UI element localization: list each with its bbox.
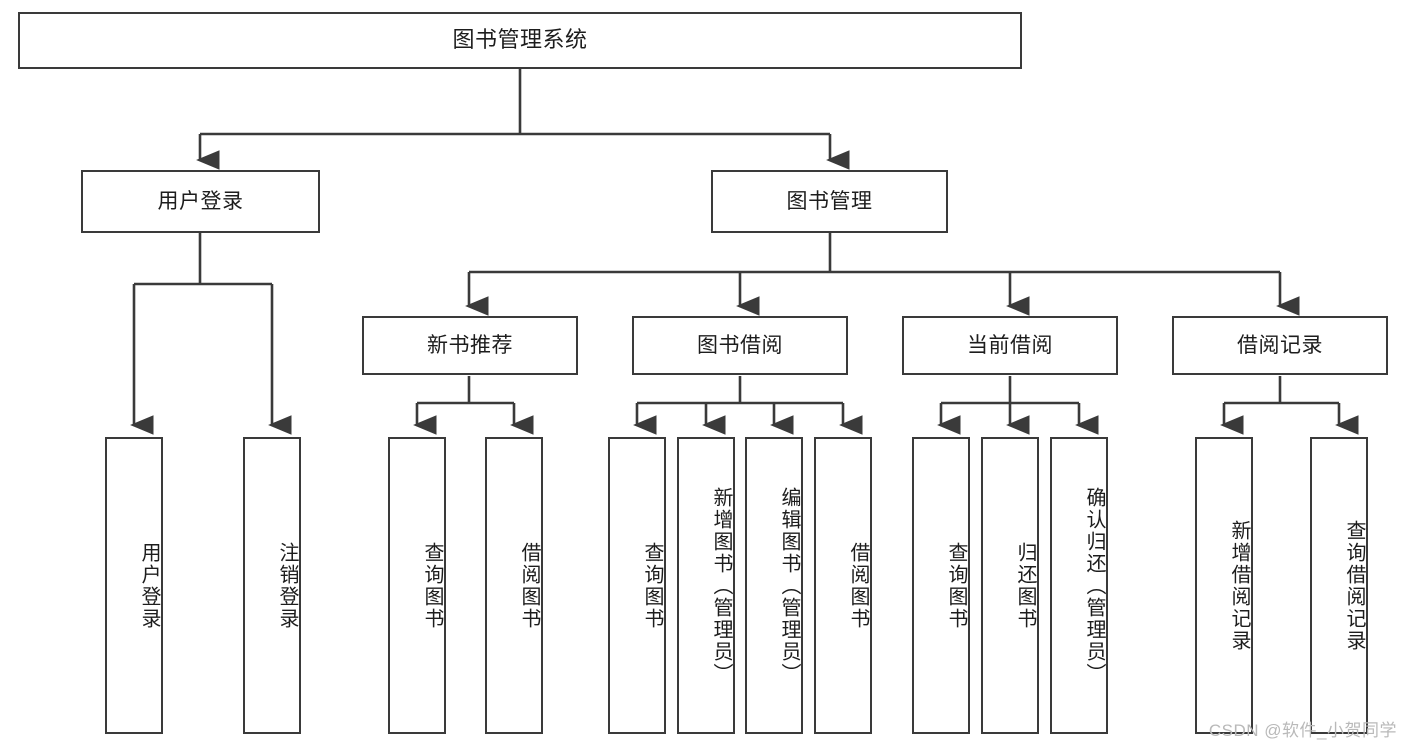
node-book-borrow-label: 图书借阅 [697,333,783,357]
node-leaf-add-record[interactable]: 新增借阅记录 [1195,437,1253,734]
node-book-borrow[interactable]: 图书借阅 [632,316,848,375]
node-leaf-query-book-1-label: 查询图书 [421,541,443,630]
node-leaf-logout[interactable]: 注销登录 [243,437,301,734]
node-current-borrow-label: 当前借阅 [967,333,1053,357]
node-borrow-record-label: 借阅记录 [1237,333,1323,357]
node-leaf-logout-label: 注销登录 [276,541,298,630]
node-current-borrow[interactable]: 当前借阅 [902,316,1118,375]
node-leaf-borrow-book-2[interactable]: 借阅图书 [814,437,872,734]
watermark: CSDN @软件_小贺同学 [1208,721,1397,740]
node-book-manage[interactable]: 图书管理 [711,170,948,233]
node-borrow-record[interactable]: 借阅记录 [1172,316,1388,375]
node-root[interactable]: 图书管理系统 [18,12,1022,69]
node-leaf-query-book-2-label: 查询图书 [641,541,663,630]
node-leaf-query-record[interactable]: 查询借阅记录 [1310,437,1368,734]
node-leaf-add-record-label: 新增借阅记录 [1228,519,1250,652]
node-book-manage-label: 图书管理 [786,189,873,213]
node-user-login-label: 用户登录 [157,189,244,213]
node-root-label: 图书管理系统 [452,27,588,53]
node-leaf-borrow-book-1-label: 借阅图书 [518,541,540,630]
node-leaf-confirm-return-label: 确认归还（管理员） [1083,486,1105,685]
node-leaf-query-book-1[interactable]: 查询图书 [388,437,446,734]
node-leaf-query-record-label: 查询借阅记录 [1343,519,1365,652]
node-new-book-recommend[interactable]: 新书推荐 [362,316,578,375]
node-leaf-add-book-label: 新增图书（管理员） [710,486,732,685]
node-leaf-user-login-label: 用户登录 [138,541,160,630]
node-leaf-return-book[interactable]: 归还图书 [981,437,1039,734]
node-leaf-confirm-return[interactable]: 确认归还（管理员） [1050,437,1108,734]
node-leaf-edit-book-label: 编辑图书（管理员） [778,486,800,685]
node-user-login[interactable]: 用户登录 [81,170,320,233]
node-leaf-return-book-label: 归还图书 [1014,541,1036,630]
node-leaf-borrow-book-2-label: 借阅图书 [847,541,869,630]
node-leaf-user-login[interactable]: 用户登录 [105,437,163,734]
node-new-book-recommend-label: 新书推荐 [427,333,513,357]
node-leaf-borrow-book-1[interactable]: 借阅图书 [485,437,543,734]
node-leaf-query-book-3-label: 查询图书 [945,541,967,630]
node-leaf-query-book-2[interactable]: 查询图书 [608,437,666,734]
node-leaf-edit-book[interactable]: 编辑图书（管理员） [745,437,803,734]
node-leaf-add-book[interactable]: 新增图书（管理员） [677,437,735,734]
node-leaf-query-book-3[interactable]: 查询图书 [912,437,970,734]
